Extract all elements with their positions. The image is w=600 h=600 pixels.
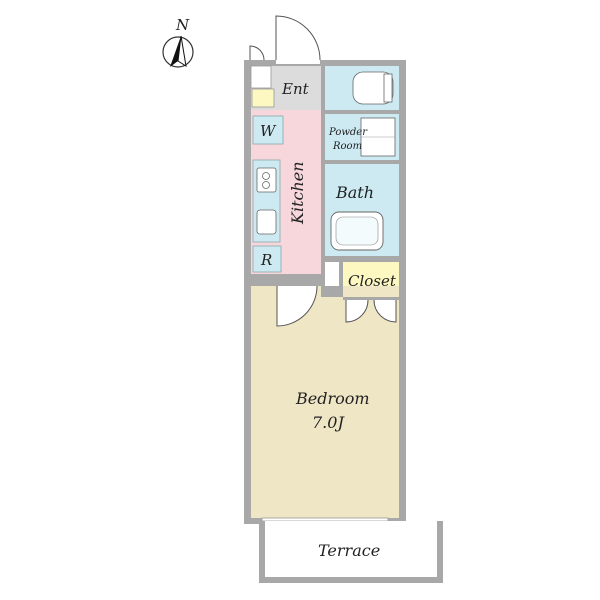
closet-door-left[interactable]: [345, 299, 369, 323]
bathtub-inner: [335, 216, 379, 246]
terrace-opening: [265, 521, 437, 527]
burner-icon: [262, 181, 270, 189]
burner-icon: [262, 172, 270, 180]
washer-space: [252, 115, 284, 145]
room-label-bedroom-size: 7.0J: [312, 413, 345, 432]
room-label-bath: Bath: [335, 183, 374, 202]
entrance-closet: [250, 65, 272, 89]
front-door-swing[interactable]: [275, 15, 321, 61]
room-label-bedroom: Bedroom: [295, 389, 370, 408]
interior-wall: [325, 110, 399, 114]
interior-wall: [325, 160, 399, 164]
toilet-tank: [383, 73, 393, 103]
room-label-closet: Closet: [348, 272, 397, 290]
north-arrow-icon: [170, 36, 181, 67]
room-label-powder-1: Powder: [328, 127, 368, 138]
interior-wall: [325, 256, 399, 262]
interior-wall: [343, 297, 399, 300]
interior-wall: [339, 262, 343, 297]
compass: N: [162, 16, 194, 68]
sink-icon: [256, 209, 277, 235]
interior-wall: [321, 286, 343, 297]
room-label-powder-2: Room: [332, 141, 362, 152]
north-label: N: [175, 16, 190, 34]
closet-door-right[interactable]: [373, 299, 397, 323]
room-label-refrigerator: R: [260, 251, 272, 269]
interior-wall: [321, 66, 325, 286]
bedroom-door[interactable]: [276, 285, 318, 327]
room-label-washer: W: [260, 122, 277, 140]
room-label-kitchen: Kitchen: [288, 161, 307, 225]
pipe-space: [325, 262, 339, 286]
compass-ring: [162, 36, 194, 68]
interior-wall: [251, 280, 321, 286]
refrigerator-space: [252, 245, 282, 273]
north-arrow-outline: [177, 35, 187, 68]
room-label-terrace: Terrace: [318, 541, 380, 560]
stove-icon: [256, 167, 277, 193]
shoe-cabinet: [251, 88, 275, 108]
bedroom-floor: [251, 286, 399, 518]
room-label-entrance: Ent: [281, 80, 310, 98]
toilet-icon: [352, 71, 394, 105]
entrance-side-door[interactable]: [249, 45, 265, 61]
